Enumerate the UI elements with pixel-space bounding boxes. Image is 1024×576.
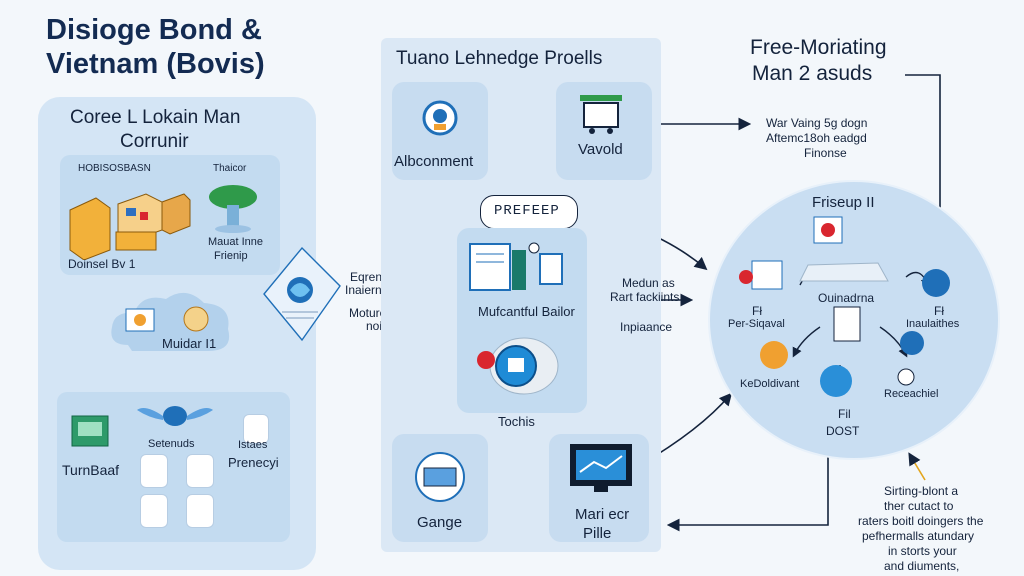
right-note-3: Finonse: [804, 146, 847, 160]
circle-bottom-label-2: DOST: [826, 424, 860, 438]
shopping-cart-icon: [578, 93, 624, 140]
left-box-caption-left: Doinsel Bv 1: [68, 257, 136, 271]
right-header-line2: Man 2 asuds: [752, 62, 873, 85]
cloud-shape: [108, 285, 238, 370]
tile-monitor-label-1: Mari ecr: [575, 506, 630, 523]
circle-center-label: Ouinadrna: [818, 291, 875, 305]
circle-flow-arrows: [730, 215, 980, 430]
bottom-note-1: Sirting-blont a: [884, 484, 959, 498]
arrow-label-1: Medun as: [622, 276, 675, 290]
tile-albconment-label: Albconment: [394, 153, 474, 170]
tochis-label: Tochis: [498, 414, 535, 429]
tile-vavold-label: Vavold: [578, 141, 623, 158]
cloud-label: Muidar I1: [162, 336, 217, 351]
card-icon: [410, 452, 470, 507]
circle-left-label-1: Fł: [752, 304, 762, 318]
circular-device-icon: [472, 334, 562, 403]
doc-card-3: [140, 494, 168, 528]
winged-emblem-icon: [135, 400, 215, 437]
left-bottom-right-label-1: Istaes: [238, 439, 268, 451]
bottom-note-2: ther cutact to: [884, 499, 954, 513]
circle-title: Friseup II: [812, 194, 875, 211]
middle-panel-heading: Tuano Lehnedge Proells: [396, 48, 603, 69]
left-box-top-right-label: Thaicor: [213, 163, 247, 174]
left-box-top-label: HOBISOSBASN: [78, 163, 151, 174]
tree-icon: [205, 183, 261, 238]
middle-inner-label: Mufcantful Bailor: [478, 304, 575, 319]
left-box-caption-right-2: Frienip: [214, 250, 248, 262]
left-bottom-right-label-2: Prenecyi: [228, 455, 279, 470]
bottom-note-3: raters boitl doingers the: [858, 514, 984, 528]
circle-right-label-2: Inaulaithes: [906, 318, 960, 330]
gear-emblem-icon: [420, 98, 460, 143]
right-header-line1: Free-Moriating: [750, 36, 887, 59]
left-bottom-mid-label: Setenuds: [148, 438, 195, 450]
doc-card-5: [243, 414, 269, 444]
left-panel-heading-line1: Coree L Lokain Man: [70, 107, 241, 128]
tile-gange-label: Gange: [417, 514, 463, 531]
left-bottom-left-label: TurnBaaf: [62, 462, 120, 478]
globe-diamond: [262, 246, 342, 347]
prefeep-badge[interactable]: [480, 195, 578, 229]
boxes-illustration: [66, 180, 196, 265]
arrow-label-3: Inpiaance: [620, 320, 673, 334]
bottom-note-5: in storts your: [888, 544, 957, 558]
doc-card-1: [140, 454, 168, 488]
circle-left-label-2: Per-Siqaval: [728, 318, 785, 330]
monitor-devices-icon: [468, 240, 572, 305]
circle-right-label-1: Fł: [934, 304, 944, 318]
left-panel-heading-line2: Corrunir: [120, 131, 189, 152]
bottom-note-6: and diuments,: [884, 559, 960, 573]
right-note-1: War Vaing 5g dogn: [766, 116, 868, 130]
page-title-line1: Disioge Bond &: [46, 14, 262, 46]
circle-bottom-label-1: Fil: [838, 407, 851, 421]
doc-card-2: [186, 454, 214, 488]
right-note-2: Aftemc18oh eadgd: [766, 131, 867, 145]
circle-bottom-right-label: Receachiel: [884, 388, 939, 400]
arrow-label-2: Rart fackiints: [610, 290, 680, 304]
left-box-caption-right-1: Mauat Inne: [208, 236, 264, 248]
doc-card-4: [186, 494, 214, 528]
tile-monitor-label-2: Pille: [583, 525, 612, 542]
prefeep-label: PREFEEP: [494, 203, 560, 219]
bottom-note-4: pefhermalls atundary: [862, 529, 975, 543]
circle-bottom-left-label: KeDoldivant: [740, 378, 800, 390]
machine-icon: [70, 410, 110, 457]
page-title-line2: Vietnam (Bovis): [46, 48, 265, 80]
monitor-icon: [568, 442, 634, 501]
